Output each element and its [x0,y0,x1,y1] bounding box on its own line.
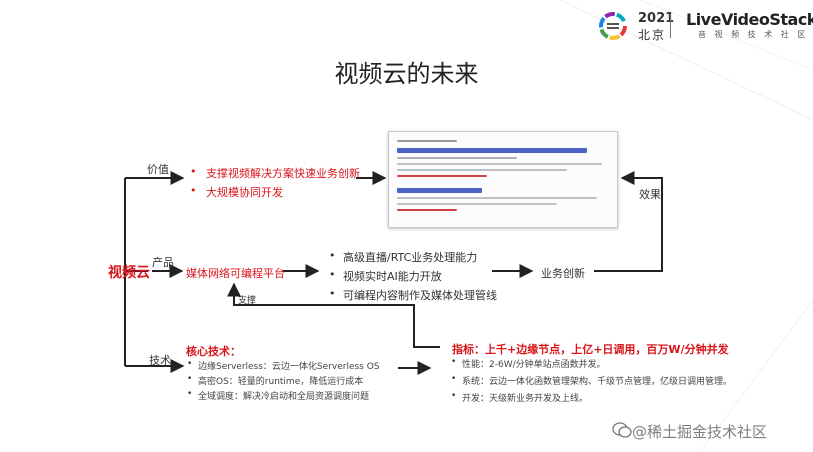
value-item-2: 大规模协同开发 [190,184,283,200]
effect-label: 效果 [639,188,661,201]
core-tech-item-2: •高密OS：轻量的runtime，降低运行成本 [187,374,364,387]
metrics-item-1: •性能：2-6W/分钟单站点函数并发。 [451,357,606,370]
arrow-effect-loop [594,171,663,272]
conference-logo-icon [599,12,627,40]
page-title: 视频云的未来 [334,60,479,88]
metrics-title: 指标：上千+边缘节点，上亿+日调用，百万W/分钟并发 [452,343,729,356]
core-tech-item-3: •全域调度：解决冷启动和全局资源调度问题 [187,389,370,402]
search-results-screenshot [388,131,618,228]
brand-subtitle: 音 视 频 技 术 社 区 [698,30,809,39]
value-item-1: 支撑视频解决方案快速业务创新 [190,165,360,181]
tech-label: 技术 [149,354,171,367]
support-label: 支撑 [238,296,257,306]
capability-2: •视频实时AI能力开放 [329,268,442,283]
brand-name: LiveVideoStack [686,10,813,29]
product-label: 产品 [152,256,174,269]
product-platform: 媒体网络可编程平台 [186,267,285,280]
arrow-support-loop [227,282,440,348]
watermark: @稀土掘金技术社区 [632,423,768,441]
business-innovation: 业务创新 [541,267,585,280]
chat-bubble-icon [612,422,632,438]
center-label: 视频云 [108,265,150,281]
conference-year: 2021 [638,11,675,26]
core-tech-title: 核心技术： [186,345,241,358]
capability-1: •高级直播/RTC业务处理能力 [329,249,478,264]
value-label: 价值 [147,163,169,176]
header-divider [670,14,671,38]
metrics-item-2: •系统：云边一体化函数管理架构、千级节点管理，亿级日调用管理。 [451,374,733,387]
metrics-item-3: •开发：天级新业务开发及上线。 [451,391,589,404]
capability-3: •可编程内容制作及媒体处理管线 [329,287,497,302]
core-tech-item-1: •边缘Serverless：云边一体化Serverless OS [187,359,380,372]
conference-city: 北京 [638,28,667,42]
